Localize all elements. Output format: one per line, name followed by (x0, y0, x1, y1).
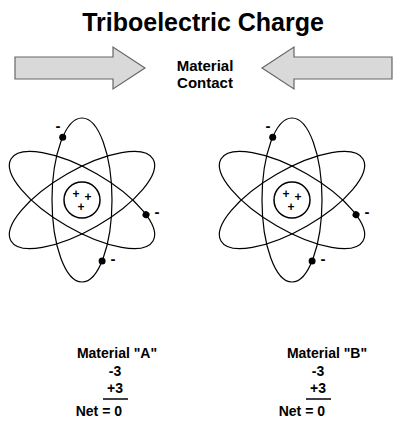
block-arrow (15, 47, 145, 89)
atom-symbol (206, 118, 378, 282)
material-label: Material "B" (287, 345, 367, 361)
net-charge: Net = 0 (279, 403, 325, 419)
electron (269, 134, 276, 141)
charge-sign: - (320, 251, 327, 266)
orbit (262, 118, 322, 282)
contact-label: Material Contact (163, 58, 247, 91)
orbit (0, 133, 168, 267)
orbit (0, 133, 168, 267)
charge-sign: - (55, 118, 62, 133)
material-label: Material "A" (77, 345, 157, 361)
block-arrow (262, 47, 392, 89)
orbit (206, 133, 378, 267)
charge-count: +3 (310, 380, 326, 396)
sum-bar (103, 398, 128, 400)
electron (99, 257, 106, 264)
nucleus (274, 182, 310, 218)
net-charge: Net = 0 (76, 403, 122, 419)
charge-sign: - (154, 204, 161, 219)
charge-sign: + (77, 201, 84, 213)
electron (309, 257, 316, 264)
charge-sign: + (287, 201, 294, 213)
charge-sign: + (294, 191, 301, 203)
charge-count: -3 (109, 363, 121, 379)
charge-sign: - (110, 251, 117, 266)
charge-count: -3 (312, 363, 324, 379)
charge-sign: + (84, 191, 91, 203)
charge-sign: - (265, 118, 272, 133)
orbit (52, 118, 112, 282)
nucleus (64, 182, 100, 218)
electron (59, 134, 66, 141)
charge-count: +3 (107, 380, 123, 396)
charge-sign: - (364, 204, 371, 219)
orbit (206, 133, 378, 267)
charge-sign: + (282, 188, 289, 200)
atom-symbol (0, 118, 168, 282)
diagram-title: Triboelectric Charge (82, 8, 324, 37)
electron (351, 210, 361, 220)
electron (141, 210, 151, 220)
charge-sign: + (72, 188, 79, 200)
sum-bar (306, 398, 331, 400)
